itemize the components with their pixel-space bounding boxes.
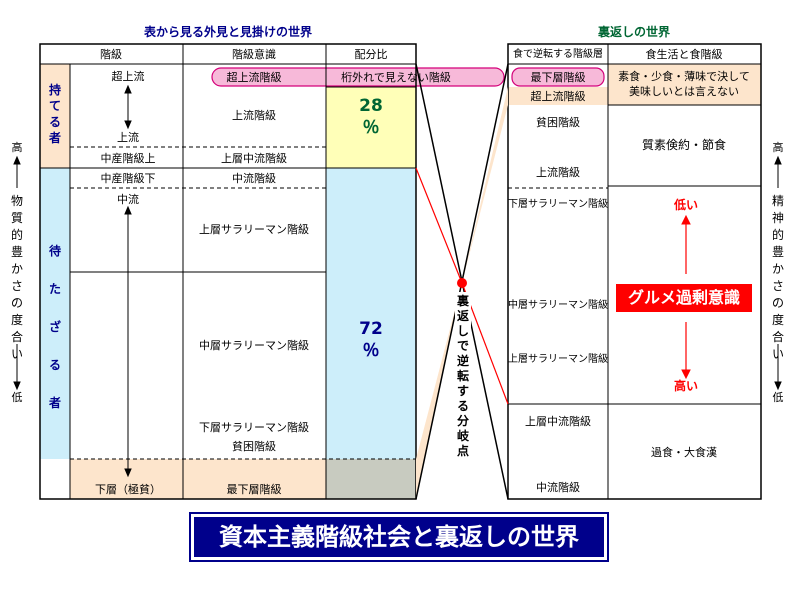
con-upper: 上流階級	[232, 109, 276, 122]
havenot-group-bg	[40, 168, 70, 459]
ratio-havenot-percent: ％	[362, 341, 380, 361]
ratio-have-bg	[326, 87, 416, 168]
pink-band-left	[211, 67, 505, 87]
con-poor: 貧困階級	[232, 440, 276, 453]
right-axis-high: 高	[772, 141, 784, 154]
header-consciousness: 階級意識	[232, 48, 276, 61]
con-upper-salary: 上層サラリーマン階級	[199, 223, 309, 236]
con-lowest: 最下層階級	[226, 483, 282, 496]
group-have: 持てる者	[48, 83, 61, 145]
right-heading: 裏返しの世界	[597, 25, 671, 39]
class-upper: 上流	[117, 131, 139, 144]
ratio-have-percent: ％	[362, 118, 380, 138]
class-middle: 中流	[117, 193, 139, 206]
have-group-bg	[40, 64, 70, 168]
ratio-lowest-bg	[326, 459, 416, 499]
group-havenot: 待たざる者	[48, 244, 61, 410]
right-class-lowest: 最下層階級	[530, 71, 586, 84]
header-food-class: 食で逆転する階級層	[513, 49, 603, 60]
header-ratio: 配分比	[354, 48, 388, 61]
right-class-middle: 中流階級	[536, 481, 580, 494]
super-upper-bg	[508, 87, 608, 105]
food-overeat: 過食・大食漢	[651, 446, 717, 459]
right-class-upper-middle: 上層中流階級	[525, 415, 591, 428]
right-class-upper: 上流階級	[536, 166, 580, 179]
right-axis-label: 精神的豊かさの度合い	[771, 194, 784, 361]
class-mid-upper: 中産階級上	[100, 152, 156, 165]
con-low-salary: 下層サラリーマン階級	[199, 421, 309, 434]
right-table-grid	[507, 43, 762, 500]
right-axis-low: 低	[772, 391, 784, 404]
ratio-have-number: 28	[359, 96, 383, 116]
left-axis-low: 低	[11, 391, 23, 404]
food-high: 高い	[673, 379, 699, 393]
branch-point	[457, 278, 467, 288]
food-plain-bg	[608, 64, 761, 105]
class-super-upper: 超上流	[111, 70, 145, 83]
diagram-title: 資本主義階級社会と裏返しの世界	[189, 512, 609, 562]
left-axis-label: 物質的豊かさの度合い	[10, 194, 23, 361]
left-heading: 表から見る外見と見掛けの世界	[143, 25, 313, 39]
right-class-super-upper: 超上流階級	[530, 90, 586, 103]
con-invisible: 桁外れで見えない階級	[341, 71, 451, 84]
food-plain-line1: 素食・少食・薄味で決して	[618, 70, 750, 83]
right-class-upper-salary: 上層サラリーマン階級	[508, 354, 608, 365]
gourmet-label: グルメ過剰意識	[616, 284, 752, 312]
branch-point-label: 裏返しで逆転する分岐点	[456, 294, 469, 458]
center-label-bg	[455, 292, 471, 448]
con-super-upper: 超上流階級	[226, 71, 282, 84]
header-class: 階級	[100, 48, 122, 61]
class-mid-lower: 中産階級下	[100, 172, 156, 185]
cone-peach-right	[462, 87, 508, 283]
right-class-poor: 貧困階級	[536, 116, 580, 129]
ratio-havenot-bg	[326, 168, 416, 459]
pink-band-right	[511, 67, 605, 87]
left-axis-high: 高	[11, 141, 23, 154]
food-plain-line2: 美味しいとは言えない	[629, 85, 739, 98]
food-low: 低い	[673, 198, 699, 212]
class-range-arrows	[124, 84, 132, 478]
con-middle: 中流階級	[232, 172, 276, 185]
food-frugal: 質素倹約・節食	[641, 138, 727, 152]
class-lowest: 下層（極貧）	[95, 483, 161, 496]
ratio-havenot-number: 72	[359, 319, 383, 339]
axis-arrows	[13, 155, 782, 391]
con-mid-salary: 中層サラリーマン階級	[199, 339, 309, 352]
con-upper-middle: 上層中流階級	[221, 152, 287, 165]
right-class-low-salary: 下層サラリーマン階級	[508, 199, 608, 210]
header-food-life: 食生活と食階級	[645, 48, 723, 61]
right-class-mid-salary: 中層サラリーマン階級	[508, 300, 608, 311]
gourmet-arrows	[681, 214, 691, 380]
lowest-class-bg	[70, 459, 326, 499]
